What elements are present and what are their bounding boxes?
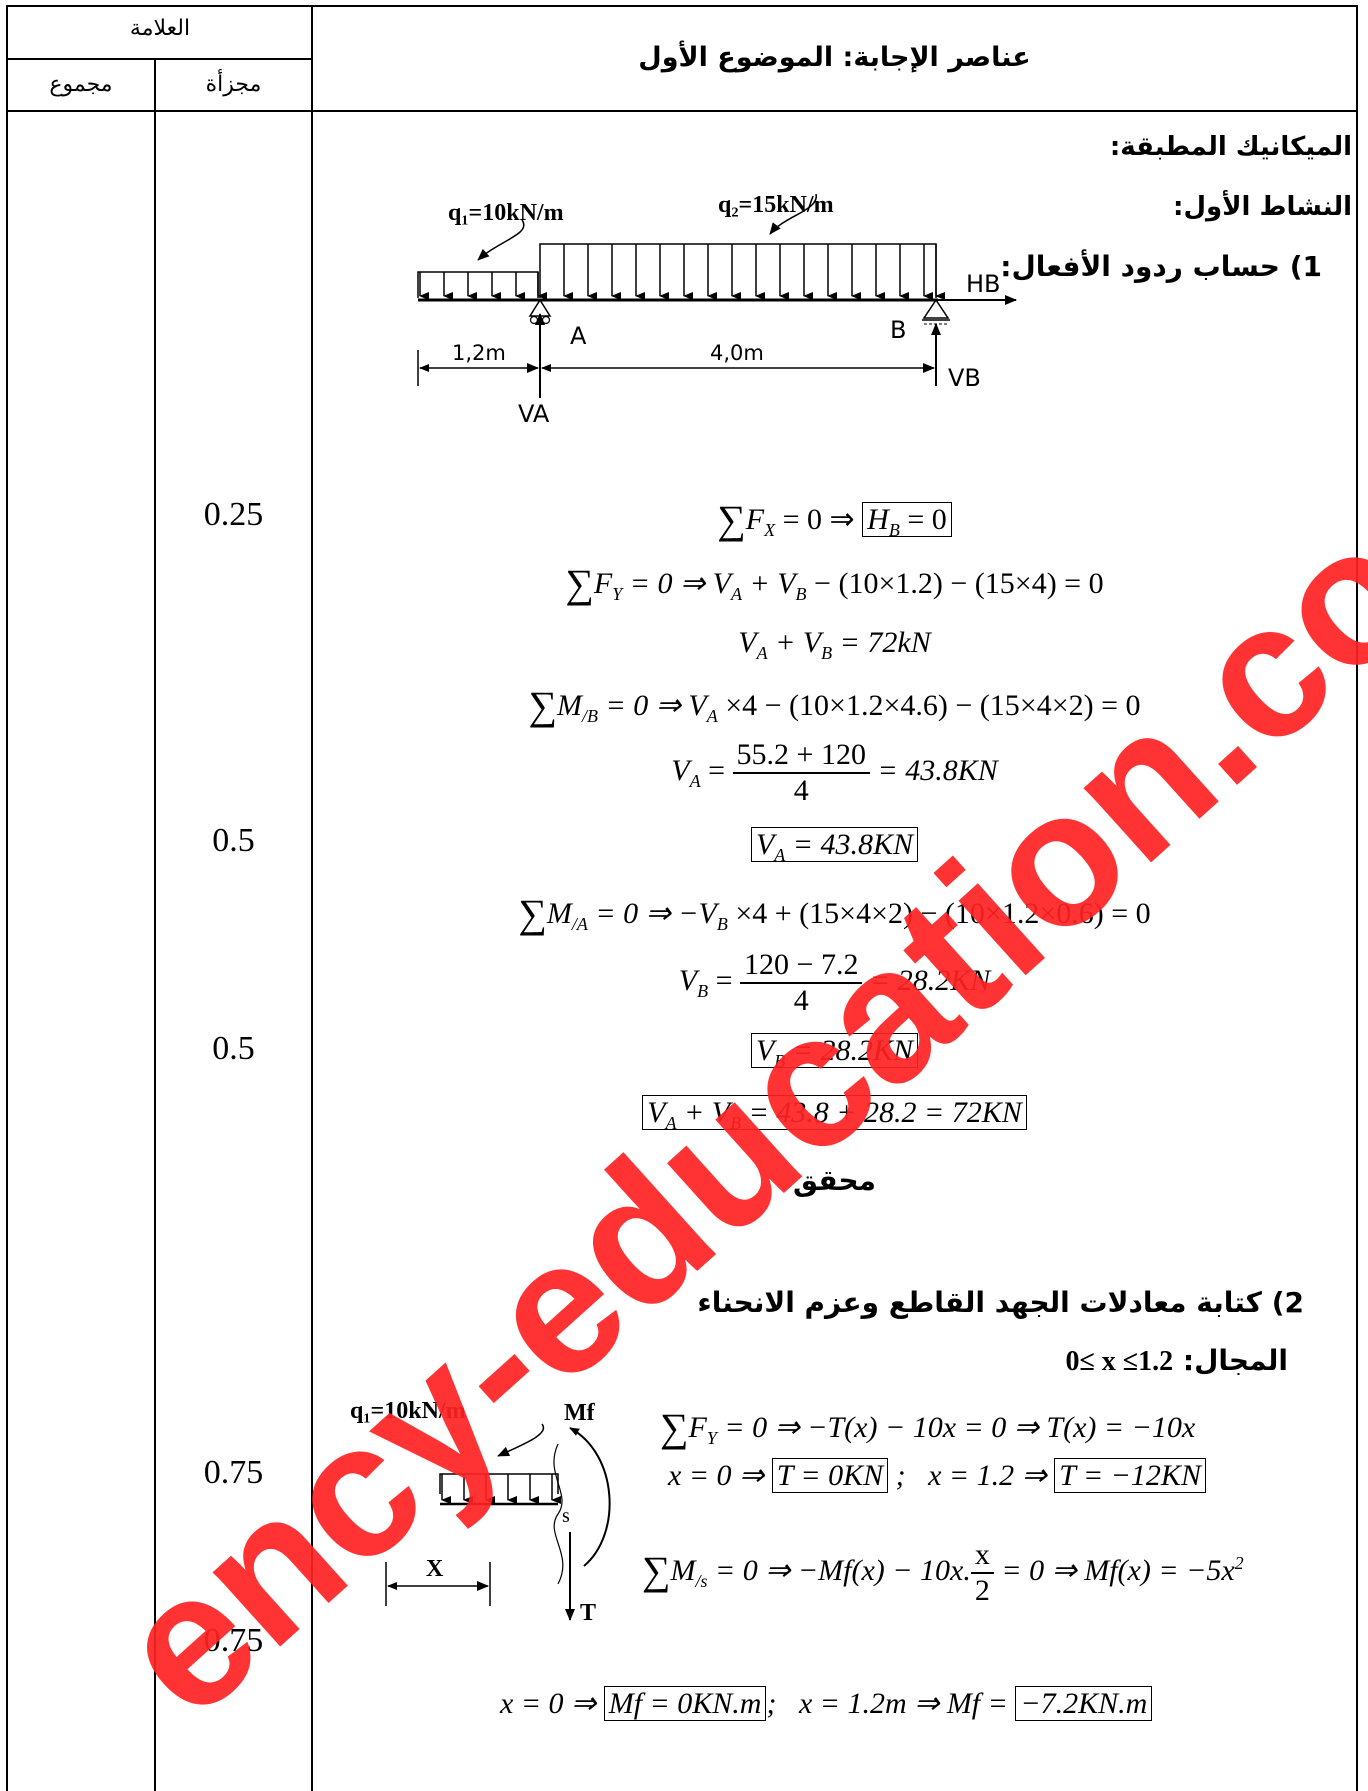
table-border-left — [6, 5, 8, 1791]
dim-2-label: 4,0m — [710, 341, 764, 365]
domain-label: 0≤ x ≤1.2 :المجال — [1065, 1344, 1288, 1377]
a-label: A — [570, 322, 587, 350]
q1-load-arrows — [419, 272, 547, 300]
question-2-heading: 2) كتابة معادلات الجهد القاطع وعزم الانح… — [697, 1286, 1304, 1319]
equation-sum-fy: ∑FY = 0 ⇒ VA + VB − (10×1.2) − (15×4) = … — [565, 561, 1104, 606]
b-label: B — [890, 316, 906, 344]
q1-label: q₁=10kN/m — [448, 200, 564, 226]
section-q1-label: q₁=10kN/m — [350, 1398, 466, 1424]
mark-5: 0.75 — [203, 1622, 264, 1659]
hb-label: HB — [966, 270, 1001, 298]
page-title: عناصر الإجابة: الموضوع الأول — [638, 42, 1031, 73]
equation-moment-values: x = 0 ⇒ Mf = 0KN.m; x = 1.2m ⇒ Mf = −7.2… — [500, 1686, 1153, 1721]
marks-header: العلامة — [129, 16, 191, 41]
beam-diagram: q₁=10kN/m q₂=15kN/m HB A B VB VA 1,2m 4,… — [417, 192, 1017, 428]
mark-1: 0.25 — [203, 496, 264, 533]
section-diagram: q₁=10kN/m Mf s T X — [350, 1398, 611, 1626]
equation-moment-b: ∑M/B = 0 ⇒ VA ×4 − (10×1.2×4.6) − (15×4×… — [528, 683, 1141, 728]
equation-sum-fx: ∑FX = 0 ⇒ HB = 0 — [313, 496, 1356, 543]
section-mf-label: Mf — [564, 1400, 596, 1426]
q2-load-arrows — [563, 244, 945, 300]
va-label: VA — [518, 400, 550, 428]
section-t-label: T — [580, 1600, 596, 1626]
equation-va-result: VA = 43.8KN — [313, 827, 1356, 866]
mark-3: 0.5 — [212, 1030, 255, 1067]
mark-4: 0.75 — [203, 1454, 264, 1491]
equation-moment-a: ∑M/A = 0 ⇒ −VB ×4 + (15×4×2) − (10×1.2×0… — [518, 891, 1151, 936]
section-x-label: X — [426, 1556, 444, 1582]
table-border-top — [6, 5, 1358, 7]
activity-heading: النشاط الأول: — [1173, 192, 1352, 222]
q2-label: q₂=15kN/m — [718, 192, 834, 218]
question-1-heading: 1) حساب ردود الأفعال: — [1000, 250, 1322, 283]
verified-label: محقق — [793, 1164, 876, 1197]
dim-1-label: 1,2m — [452, 341, 506, 365]
equation-shear: ∑FY = 0 ⇒ −T(x) − 10x = 0 ⇒ T(x) = −10x — [660, 1405, 1196, 1450]
header-divider — [6, 58, 312, 60]
mark-2: 0.5 — [212, 822, 255, 859]
equation-vb-result: VB = 28.2KN — [313, 1033, 1356, 1072]
equation-check: VA + VB = 43.8 + 28.2 = 72KN — [313, 1095, 1356, 1134]
equation-shear-values: x = 0 ⇒ T = 0KN ; x = 1.2 ⇒ T = −12KN — [668, 1458, 1206, 1493]
subject-heading: الميكانيك المطبقة: — [1109, 132, 1352, 162]
table-border-right — [1356, 5, 1358, 1791]
column-divider-sub — [154, 58, 156, 1791]
column-divider-marks — [311, 5, 313, 1791]
partial-header: مجزأة — [205, 72, 262, 97]
equation-va-vb-sum: VA + VB = 72kN — [738, 626, 931, 663]
header-bottom — [6, 110, 1358, 112]
vb-label: VB — [948, 364, 981, 392]
total-header: مجموع — [49, 72, 113, 97]
section-s-label: s — [562, 1505, 570, 1527]
